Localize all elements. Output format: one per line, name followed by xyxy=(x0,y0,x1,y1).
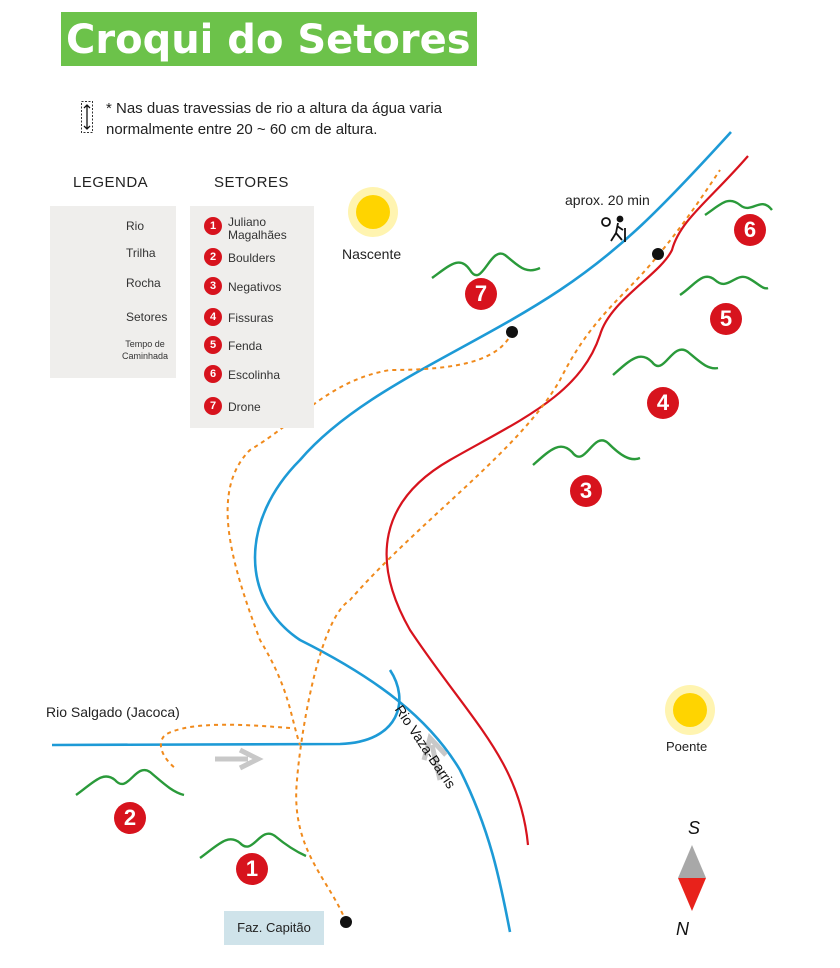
sector-badge: 3 xyxy=(204,277,222,295)
rio-salgado-line xyxy=(51,669,401,747)
water-height-icon xyxy=(81,101,93,133)
sector-3-wave xyxy=(532,439,641,466)
sector-marker-7: 7 xyxy=(465,278,497,310)
start-point-label: Faz. Capitão xyxy=(224,911,324,945)
sector-badge: 7 xyxy=(204,397,222,415)
sector-badge: 5 xyxy=(204,336,222,354)
legend-item-label: Trilha xyxy=(126,246,156,260)
legend-item-label: Tempo de Caminhada xyxy=(121,339,169,361)
legend-panel xyxy=(50,206,176,378)
sector-marker-2: 2 xyxy=(114,802,146,834)
sector-name: Boulders xyxy=(228,251,276,265)
sector-5-wave xyxy=(679,275,769,296)
sector-7-wave xyxy=(431,252,541,279)
sector-name: Fissuras xyxy=(228,311,274,325)
drone-point xyxy=(506,326,518,338)
river-crossing-note: * Nas duas travessias de rio a altura da… xyxy=(106,98,442,140)
sector-badge: 2 xyxy=(204,248,222,266)
hiker-clock-icon xyxy=(601,215,626,242)
trail-boulders xyxy=(159,723,291,769)
rio-salgado-label: Rio Salgado (Jacoca) xyxy=(46,704,180,720)
sector-name: Juliano Magalhães xyxy=(228,215,287,242)
legend-item-label: Rocha xyxy=(126,276,161,290)
sector-badge: 1 xyxy=(204,217,222,235)
sector-1-wave xyxy=(199,832,307,859)
legend-heading: LEGENDA xyxy=(73,174,149,191)
rock-trail-point xyxy=(652,248,664,260)
compass-north-label: N xyxy=(676,919,689,939)
sectors-heading: SETORES xyxy=(214,174,289,191)
sector-6-wave xyxy=(704,199,773,216)
walk-time-label: aprox. 20 min xyxy=(565,192,650,208)
note-line-2: normalmente entre 20 ~ 60 cm de altura. xyxy=(106,121,378,138)
sunset-sun-icon xyxy=(665,685,715,735)
sunset-label: Poente xyxy=(666,739,708,754)
sector-marker-4: 4 xyxy=(647,387,679,419)
flow-arrow-up xyxy=(421,733,448,781)
sunrise-sun-icon xyxy=(348,187,398,237)
page-title: Croqui do Setores xyxy=(66,17,471,63)
sector-marker-6: 6 xyxy=(734,214,766,246)
sector-marker-3: 3 xyxy=(570,475,602,507)
sector-badge: 6 xyxy=(204,365,222,383)
sector-badge: 4 xyxy=(204,308,222,326)
flow-arrow-right xyxy=(215,747,264,771)
trail-main xyxy=(295,169,721,923)
note-line-1: * Nas duas travessias de rio a altura da… xyxy=(106,100,443,117)
sector-waves xyxy=(75,199,773,859)
sector-marker-1: 1 xyxy=(236,853,268,885)
compass-south-label: S xyxy=(688,818,701,838)
sector-4-wave xyxy=(612,348,719,376)
sunrise-label: Nascente xyxy=(342,246,402,262)
compass-icon xyxy=(678,845,706,911)
trail-drone xyxy=(226,331,513,746)
trail-start-point xyxy=(340,916,352,928)
sector-name: Drone xyxy=(228,400,261,414)
rio-vaza-barris-line xyxy=(253,131,732,933)
legend-item-label: Rio xyxy=(126,219,145,233)
sector-name: Fenda xyxy=(228,339,263,353)
title-banner xyxy=(61,12,477,66)
rock-line xyxy=(385,155,749,846)
legend-item-label: Setores xyxy=(126,310,168,324)
sector-name: Negativos xyxy=(228,280,282,294)
sector-marker-5: 5 xyxy=(710,303,742,335)
sector-name: Escolinha xyxy=(228,368,281,382)
sector-2-wave xyxy=(75,768,185,797)
